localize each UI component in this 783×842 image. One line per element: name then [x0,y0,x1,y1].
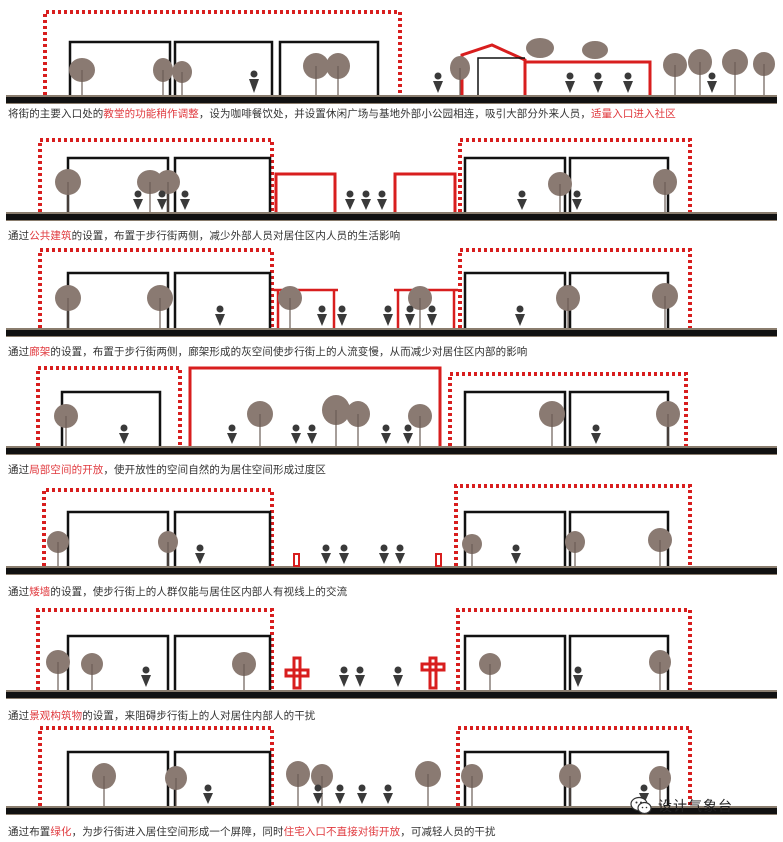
tree-trunks [57,540,661,566]
section-panel-2: 通过公共建筑的设置，布置于步行街两侧，减少外部人员对居住区内人员的生活影响 [0,120,783,242]
caption-1: 将街的主要入口处的教堂的功能稍作调整，设为咖啡餐饮处，并设置休闲广场与基地外部小… [8,108,676,120]
section-drawing-1 [6,10,777,104]
private-boundary-dotted [36,366,182,446]
public-building [393,172,457,212]
wechat-icon [630,796,652,815]
church-hall [523,60,652,95]
church-building [460,43,527,95]
tree-trunks [65,410,669,446]
private-boundary-dotted [43,10,402,95]
section-panel-6: 通过景观构筑物的设置，来阻碍步行街上的人对居住内部人的干扰 [0,600,783,722]
residential-building [173,510,272,566]
private-boundary-dotted [454,484,692,566]
section-drawing-3 [6,248,777,337]
people-figures [119,424,601,444]
ground-strip [6,692,777,698]
residential-building [66,510,170,566]
ground-strip [6,330,777,336]
tree-group [55,283,678,311]
residential-building [568,156,670,212]
ground-strip [6,568,777,574]
section-panel-7: 通过布置绿化，为步行街进入居住空间形成一个屏障，同时住宅入口不直接对街开放，可减… [0,720,783,840]
tree-group [54,395,680,428]
landscape-structure [284,656,446,690]
caption-5: 通过矮墙的设置，使步行街上的人群仅能与居住区内部人有视线上的交流 [8,586,348,598]
private-boundary-dotted [458,248,692,328]
section-drawing-6 [6,608,777,699]
section-drawing-5 [6,484,777,575]
tree-group [47,528,672,554]
caption-2: 通过公共建筑的设置，布置于步行街两侧，减少外部人员对居住区内人员的生活影响 [8,230,401,242]
residential-building [568,390,670,446]
section-panel-3: 通过廊架的设置，布置于步行街两侧，廊架形成的灰空间使步行街上的人流变慢，从而减少… [0,240,783,360]
tree-trunks [103,774,661,806]
church-inner-frame [477,57,525,95]
caption-4: 通过局部空间的开放，使开放性的空间自然的为居住空间形成过度区 [8,464,327,476]
people-figures [215,305,525,326]
low-wall [435,553,442,567]
private-boundary-dotted [38,138,274,212]
people-figures [203,784,649,804]
section-panel-4: 通过局部空间的开放，使开放性的空间自然的为居住空间形成过度区 [0,360,783,480]
private-boundary-dotted [458,138,692,212]
open-space-boundary [188,366,442,446]
tree-trunks [67,296,666,328]
private-boundary-dotted [42,488,274,566]
residential-building [463,390,567,446]
low-wall [293,553,300,567]
ground-strip [6,448,777,454]
section-panel-1: 将街的主要入口处的教堂的功能稍作调整，设为咖啡餐饮处，并设置休闲广场与基地外部小… [0,0,783,120]
caption-7: 通过布置绿化，为步行街进入居住空间形成一个屏障，同时住宅入口不直接对街开放，可减… [8,826,496,838]
caption-3: 通过廊架的设置，布置于步行街两侧，廊架形成的灰空间使步行街上的人流变慢，从而减少… [8,346,528,358]
residential-building [173,634,272,690]
ground-strip [6,214,777,220]
residential-building [173,750,272,806]
section-drawing-4 [6,366,777,455]
residential-building [66,750,170,806]
people-figures [141,666,583,687]
section-drawing-2 [6,138,777,221]
private-boundary-dotted [456,608,692,690]
tree-trunks [57,662,661,690]
residential-building [463,271,567,328]
tree-group [92,761,671,790]
caption-6: 通过景观构筑物的设置，来阻碍步行街上的人对居住内部人的干扰 [8,710,316,722]
people-figures [133,190,582,210]
people-figures [195,544,521,564]
ground-strip [6,808,777,814]
ground-strip [6,97,777,103]
section-drawing-7 [6,726,777,815]
section-panel-5: 通过矮墙的设置，使步行街上的人群仅能与居住区内部人有视线上的交流 [0,480,783,600]
tree-trunks [81,62,765,95]
watermark: 设计气象台 [630,796,733,816]
residential-building [173,156,272,212]
tree-trunks [67,182,666,212]
private-boundary-dotted [456,726,692,806]
public-building [274,172,337,212]
watermark-text: 设计气象台 [658,799,733,815]
private-boundary-dotted [38,726,274,806]
private-boundary-dotted [36,608,274,690]
people-figures [249,70,717,93]
residential-building [278,40,380,95]
private-boundary-dotted [448,372,688,446]
residential-building [173,271,272,328]
residential-building [463,634,567,690]
private-boundary-dotted [38,248,274,328]
